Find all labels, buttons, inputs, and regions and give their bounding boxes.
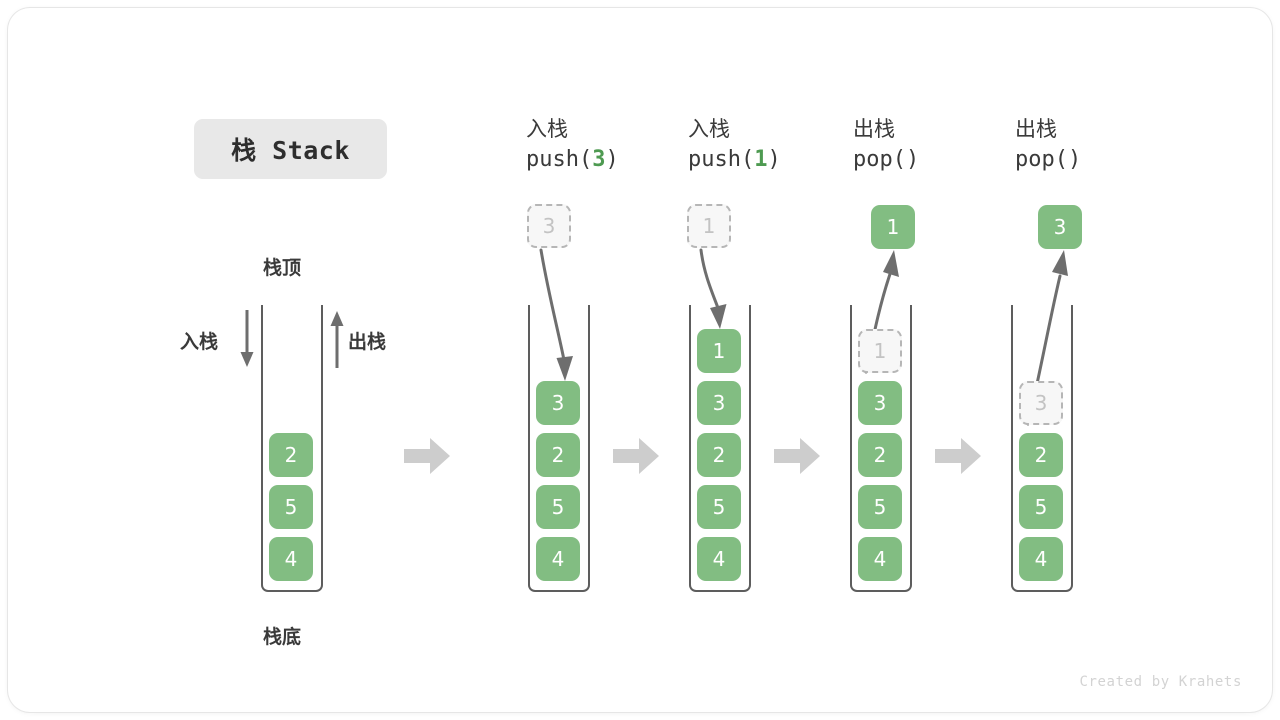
stack-cell: 3 (697, 381, 741, 425)
header-argument: 1 (754, 147, 768, 172)
stack-cell: 2 (269, 433, 313, 477)
stack-cells-push-3: 3 2 5 4 (536, 381, 580, 581)
stack-container-initial (261, 305, 323, 592)
column-header-pop-1: 出栈 pop() (853, 114, 1023, 176)
column-header-line2: pop() (853, 144, 1023, 176)
stack-cell: 5 (858, 485, 902, 529)
push-direction-label: 入栈 (180, 331, 219, 353)
stack-cell: 5 (536, 485, 580, 529)
stack-cell: 3 (536, 381, 580, 425)
stack-walls (1011, 305, 1073, 592)
footer-credit: Created by Krahets (1079, 674, 1242, 690)
stack-cell: 5 (1019, 485, 1063, 529)
stack-walls (528, 305, 590, 592)
stack-cell: 4 (1019, 537, 1063, 581)
stack-cell: 2 (858, 433, 902, 477)
step-arrow-icon (774, 438, 820, 474)
stack-cell: 5 (697, 485, 741, 529)
column-header-line2: push(3) (526, 144, 696, 176)
stack-top-label: 栈顶 (263, 257, 302, 279)
column-header-push-3: 入栈 push(3) (526, 114, 696, 176)
column-header-line1: 入栈 (688, 117, 730, 141)
stack-cell: 1 (697, 329, 741, 373)
stack-cell: 4 (536, 537, 580, 581)
push-flow-arrow-icon (538, 248, 598, 384)
stack-cell: 2 (697, 433, 741, 477)
header-prefix: pop( (853, 147, 906, 172)
stack-cells-push-1: 1 3 2 5 4 (697, 329, 741, 581)
stack-cell: 2 (1019, 433, 1063, 477)
step-arrow-icon (935, 438, 981, 474)
column-header-push-1: 入栈 push(1) (688, 114, 858, 176)
stack-bottom-label: 栈底 (263, 626, 302, 648)
pop-direction-arrow-icon (326, 308, 348, 370)
header-suffix: ) (605, 147, 619, 172)
stack-cell: 2 (536, 433, 580, 477)
stack-cells-pop-3: 3 2 5 4 (1019, 381, 1063, 581)
push-direction-arrow-icon (236, 308, 258, 370)
stack-walls (689, 305, 751, 592)
stack-cell: 3 (858, 381, 902, 425)
column-header-line1: 入栈 (526, 117, 568, 141)
header-suffix: ) (1067, 147, 1082, 172)
column-header-line2: pop() (1015, 144, 1185, 176)
column-header-pop-3: 出栈 pop() (1015, 114, 1185, 176)
column-header-line2: push(1) (688, 144, 858, 176)
stack-cell-ghost: 3 (1019, 381, 1063, 425)
stack-cell: 4 (697, 537, 741, 581)
stack-cell: 4 (269, 537, 313, 581)
outgoing-element: 3 (1038, 205, 1082, 249)
stack-walls (850, 305, 912, 592)
stack-cell: 5 (269, 485, 313, 529)
outgoing-element: 1 (871, 205, 915, 249)
stack-container-push-3 (528, 305, 590, 592)
column-header-line1: 出栈 (853, 117, 895, 141)
stack-cells-pop-1: 1 3 2 5 4 (858, 329, 902, 581)
header-argument: 3 (592, 147, 606, 172)
header-prefix: push( (688, 147, 755, 172)
header-prefix: push( (526, 147, 593, 172)
title-badge-label: 栈 Stack (231, 136, 350, 165)
stack-container-push-1 (689, 305, 751, 592)
stack-container-pop-3 (1011, 305, 1073, 592)
pop-direction-label: 出栈 (348, 331, 387, 353)
header-suffix: ) (767, 147, 781, 172)
step-arrow-icon (404, 438, 450, 474)
stack-walls (261, 305, 323, 592)
stack-cells-initial: 2 5 4 (269, 433, 313, 581)
header-prefix: pop( (1015, 147, 1068, 172)
diagram-card: 栈 Stack 栈顶 栈底 入栈 出栈 2 5 4 入栈 push (8, 8, 1272, 712)
incoming-element-ghost: 1 (687, 204, 731, 248)
push-flow-arrow-icon (698, 248, 748, 332)
stack-cell-ghost: 1 (858, 329, 902, 373)
step-arrow-icon (613, 438, 659, 474)
title-badge: 栈 Stack (194, 119, 387, 179)
header-suffix: ) (905, 147, 920, 172)
stack-cell: 4 (858, 537, 902, 581)
stack-container-pop-1 (850, 305, 912, 592)
column-header-line1: 出栈 (1015, 117, 1057, 141)
incoming-element-ghost: 3 (527, 204, 571, 248)
